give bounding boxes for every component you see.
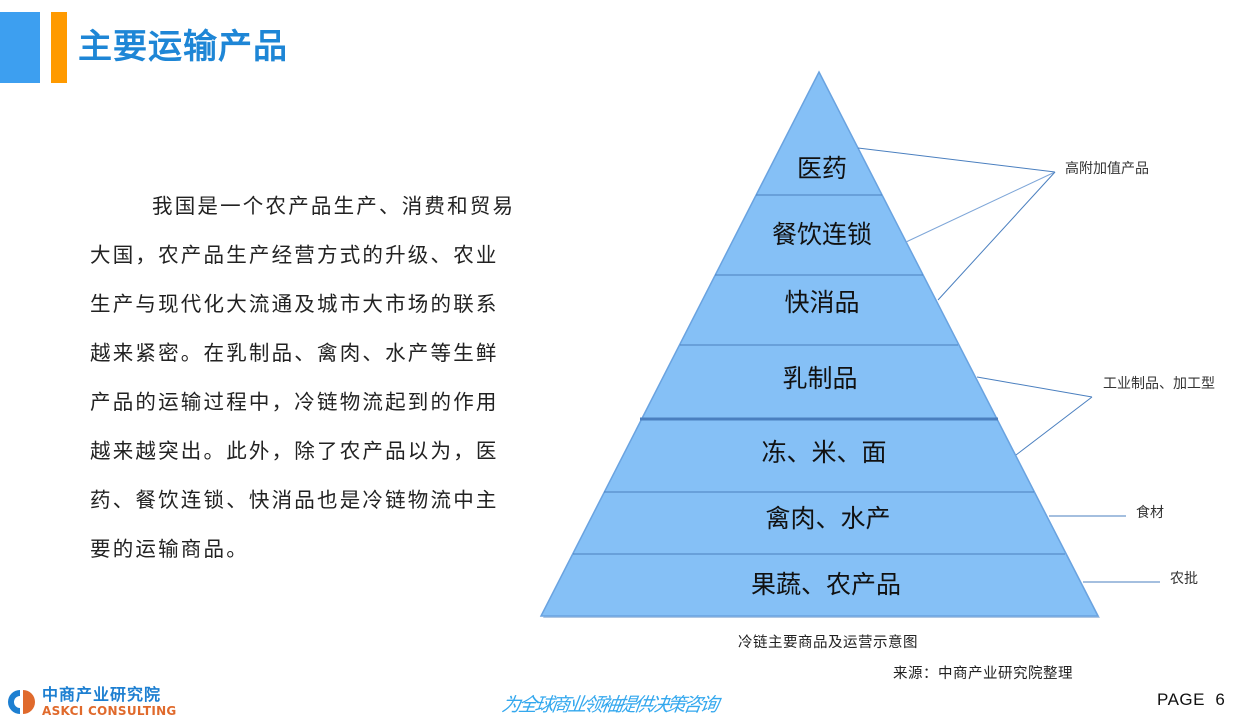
body-paragraph: 我国是一个农产品生产、消费和贸易 大国，农产品生产经营方式的升级、农业 生产与现…: [90, 186, 530, 578]
group-label: 高附加值产品: [1065, 160, 1149, 177]
band-label: 医药: [797, 154, 847, 183]
askci-logo: 中商产业研究院 ASKCI CONSULTING: [6, 686, 177, 718]
body-line: 生产与现代化大流通及城市大市场的联系: [90, 292, 499, 316]
band-label: 餐饮连锁: [772, 220, 872, 249]
band-label: 果蔬、农产品: [751, 570, 901, 599]
band-label: 禽肉、水产: [765, 504, 890, 533]
band-label: 冻、米、面: [761, 438, 886, 467]
header-accent-orange: [51, 12, 67, 83]
band-label: 乳制品: [782, 364, 857, 393]
logo-cn-text: 中商产业研究院: [42, 685, 162, 704]
logo-mark-icon: [6, 687, 36, 717]
diagram-caption: 冷链主要商品及运营示意图: [738, 635, 918, 651]
body-line: 我国是一个农产品生产、消费和贸易: [152, 194, 516, 218]
body-line: 越来紧密。在乳制品、禽肉、水产等生鲜: [90, 341, 499, 365]
source-note: 来源：中商产业研究院整理: [893, 666, 1073, 682]
body-line: 越来越突出。此外，除了农产品以为，医: [90, 439, 499, 463]
group-label: 工业制品、加工型: [1103, 376, 1215, 392]
pyramid-shape: [539, 70, 1100, 617]
footer-slogan: 为全球商业领袖提供决策咨询: [500, 694, 718, 716]
group-label: 农批: [1170, 571, 1198, 587]
page-number: PAGE 6: [1157, 690, 1226, 709]
header-accent-blue: [0, 12, 40, 83]
body-line: 要的运输商品。: [90, 537, 249, 561]
group-label: 食材: [1136, 504, 1164, 521]
band-label: 快消品: [784, 288, 859, 317]
logo-en-text: ASKCI CONSULTING: [42, 704, 177, 718]
page-title: 主要运输产品: [78, 27, 288, 67]
body-line: 产品的运输过程中，冷链物流起到的作用: [90, 390, 499, 414]
body-line: 药、餐饮连锁、快消品也是冷链物流中主: [90, 488, 499, 512]
body-line: 大国，农产品生产经营方式的升级、农业: [90, 243, 499, 267]
